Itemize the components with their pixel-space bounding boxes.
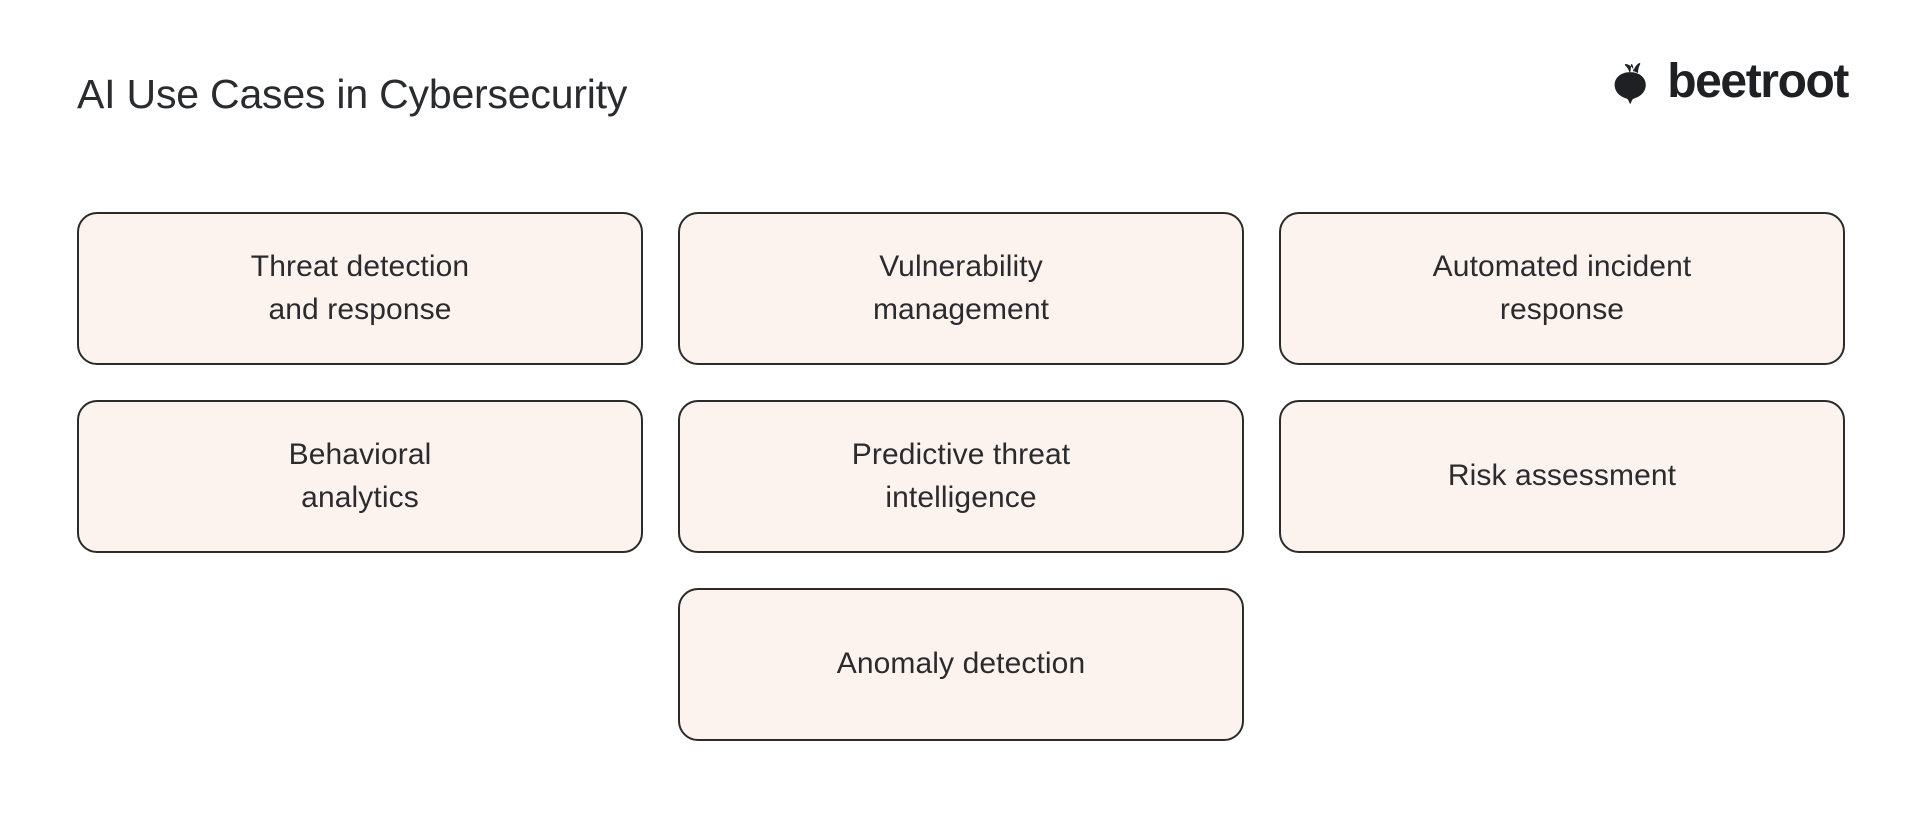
page-title: AI Use Cases in Cybersecurity [77,71,628,117]
use-case-label: Vulnerability management [872,249,1050,326]
use-case-label: Anomaly detection [836,647,1086,681]
use-case-label: Behavioral analytics [288,437,432,514]
use-case-label: Threat detection and response [250,249,470,326]
grid-spacer [1279,588,1845,741]
grid-spacer [77,588,643,741]
use-case-card[interactable]: Automated incident response [1279,212,1845,365]
use-case-card[interactable]: Predictive threat intelligence [678,400,1244,553]
use-case-label: Risk assessment [1447,459,1677,493]
slide-header: AI Use Cases in Cybersecurity beetroot [0,0,1920,160]
use-case-grid: Threat detection and response Vulnerabil… [77,212,1845,741]
use-case-label: Predictive threat intelligence [851,437,1071,514]
use-case-card[interactable]: Behavioral analytics [77,400,643,553]
use-case-card[interactable]: Threat detection and response [77,212,643,365]
use-case-card[interactable]: Risk assessment [1279,400,1845,553]
use-case-card[interactable]: Vulnerability management [678,212,1244,365]
use-case-label: Automated incident response [1432,249,1692,326]
brand-logo: beetroot [1609,54,1849,110]
brand-name: beetroot [1667,55,1849,108]
beetroot-icon [1614,63,1646,104]
use-case-card[interactable]: Anomaly detection [678,588,1244,741]
